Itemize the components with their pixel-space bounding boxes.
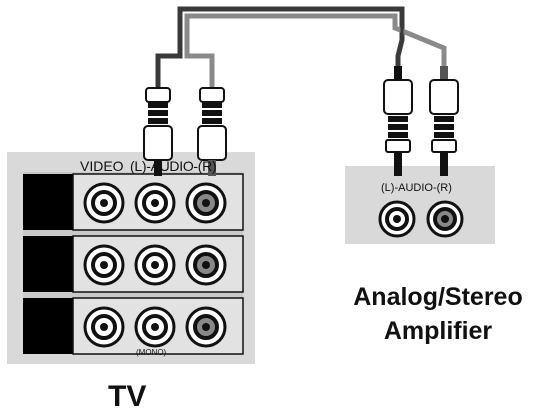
tv-jack-audio-left — [134, 182, 176, 224]
tv-right-plug — [197, 87, 227, 176]
tv-jack-audio-left — [134, 244, 176, 286]
amplifier-audio-label: (L)-AUDIO-(R) — [381, 182, 452, 194]
tv-jack-video — [83, 306, 125, 348]
amplifier-left-jack — [378, 200, 416, 238]
tv-black-block — [23, 298, 73, 354]
amplifier-title-line2: Amplifier — [383, 317, 493, 345]
amplifier-title: Analog/Stereo Amplifier — [343, 280, 533, 348]
tv-black-block — [23, 174, 73, 230]
amplifier-right-jack — [426, 200, 464, 238]
tv-jack-audio-right — [185, 306, 227, 348]
tv-jack-video — [83, 244, 125, 286]
tv-left-plug — [143, 87, 173, 176]
tv-mono-label: (MONO) — [136, 348, 167, 357]
tv-jack-audio-left — [134, 306, 176, 348]
tv-jack-row — [23, 235, 244, 293]
tv-jack-row — [23, 297, 244, 355]
tv-jack-video — [83, 182, 125, 224]
audio-cable — [155, 6, 447, 88]
amplifier-panel — [345, 166, 495, 244]
tv-jack-audio-right — [185, 244, 227, 286]
amplifier-left-plug — [383, 66, 413, 176]
amplifier-right-plug — [429, 66, 459, 176]
tv-jack-row — [23, 173, 244, 231]
tv-jack-rows — [23, 173, 244, 355]
tv-audio-label: (L)-AUDIO-(R) — [130, 158, 217, 174]
amplifier-title-line1: Analog/Stereo — [353, 283, 523, 311]
tv-video-label: VIDEO — [80, 158, 124, 174]
tv-black-block — [23, 236, 73, 292]
tv-title: TV — [108, 380, 147, 413]
tv-jack-audio-right — [185, 182, 227, 224]
